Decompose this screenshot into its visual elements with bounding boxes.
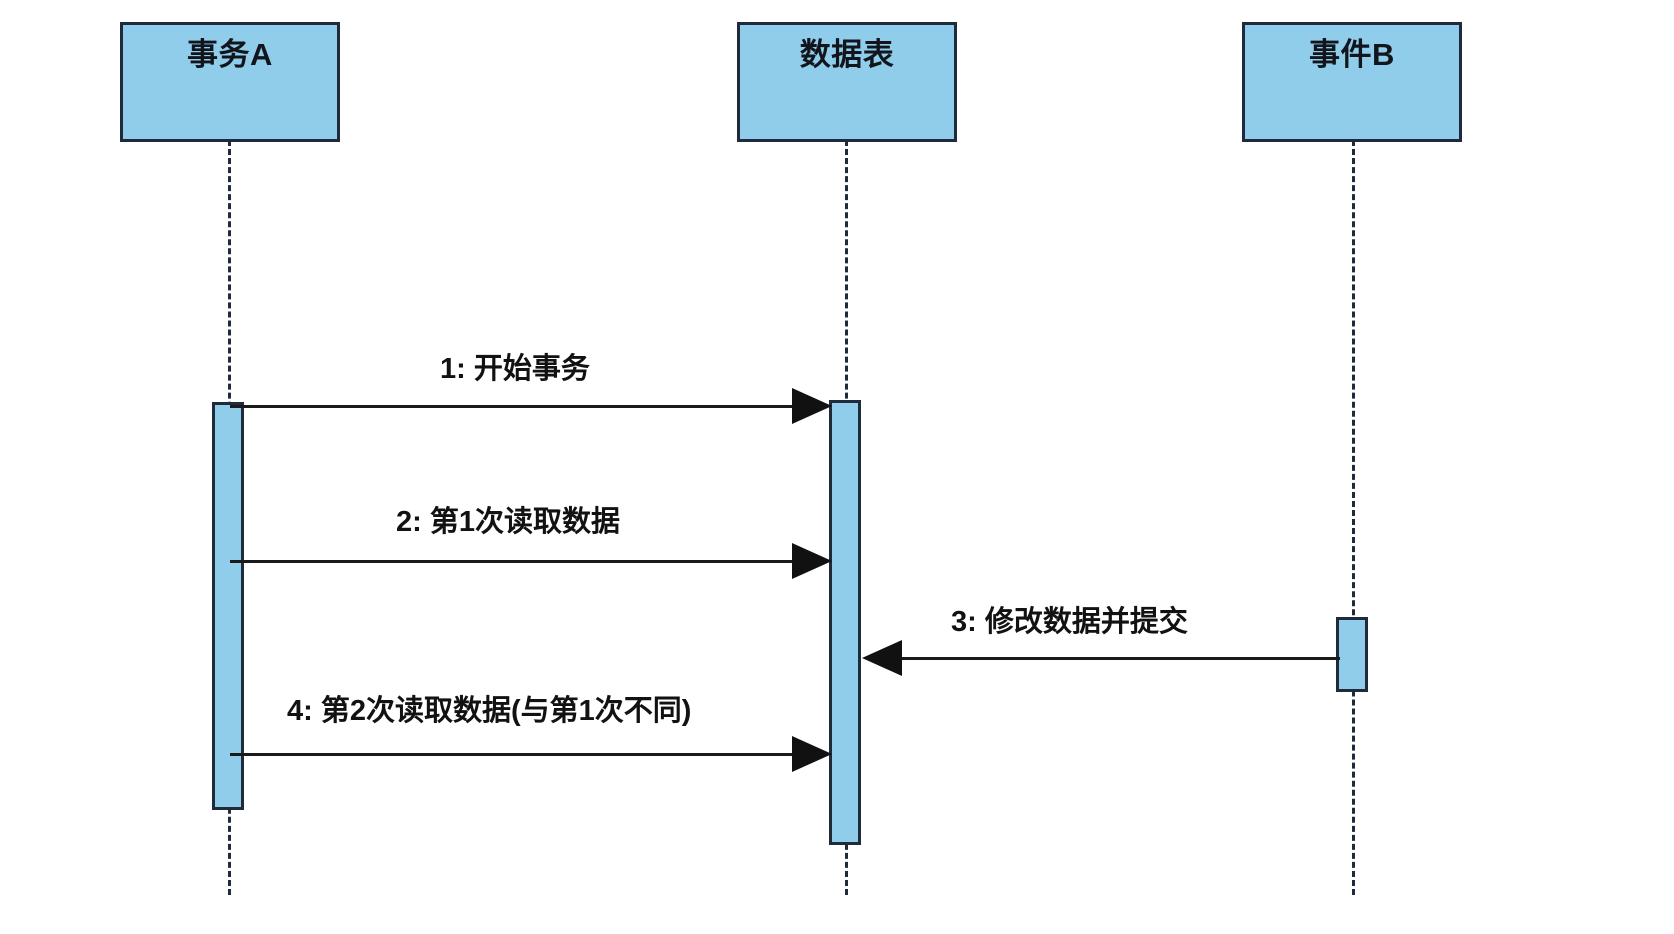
participant-box-data-table[interactable]: 数据表 [737,22,957,142]
participant-label-event-b: 事件B [1309,37,1395,72]
message-line-1 [230,405,815,408]
message-label-3: 3: 修改数据并提交 [951,606,1188,638]
activation-bar-event-b [1336,617,1368,692]
message-arrowhead-3 [862,640,902,676]
participant-label-data-table: 数据表 [799,37,895,72]
participant-label-transaction-a: 事务A [187,37,273,72]
lifeline-event-b [1352,140,1355,895]
message-arrowhead-2 [792,543,832,579]
participant-box-transaction-a[interactable]: 事务A [120,22,340,142]
message-line-4 [230,753,815,756]
activation-bar-transaction-a [212,402,244,810]
message-arrowhead-1 [792,388,832,424]
message-line-2 [230,560,815,563]
participant-box-event-b[interactable]: 事件B [1242,22,1462,142]
activation-bar-data-table [829,400,861,845]
message-line-3 [898,657,1340,660]
message-arrowhead-4 [792,736,832,772]
message-label-1: 1: 开始事务 [440,353,590,385]
message-label-4: 4: 第2次读取数据(与第1次不同) [287,695,692,727]
message-label-2: 2: 第1次读取数据 [396,506,620,538]
